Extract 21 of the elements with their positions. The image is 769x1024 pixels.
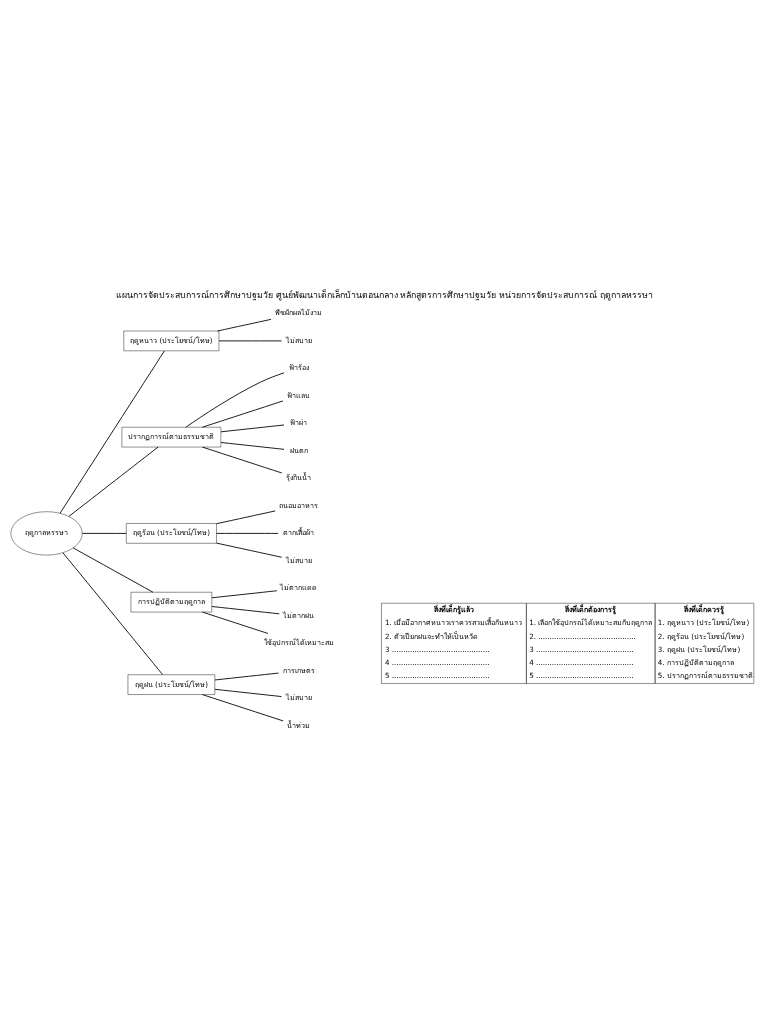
connector	[216, 510, 276, 524]
connector	[220, 424, 285, 432]
connector	[81, 532, 127, 534]
diagram-title: แผนการจัดประสบการณ์การศึกษาปฐมวัย ศูนย์พัฒนาเด็กเล็กบ้านดอนกลาง หลักสูตรการศึกษาปฐมวัย หน่วยการจัดประสบการณ์ ฤดูกาลหรรษา	[115, 289, 654, 300]
connector	[220, 441, 285, 450]
connector	[201, 611, 269, 634]
connector	[72, 546, 154, 593]
connector	[185, 371, 285, 428]
connector	[217, 318, 272, 331]
connector	[201, 446, 283, 473]
connector	[216, 532, 279, 534]
connector	[216, 542, 283, 558]
connector	[201, 693, 284, 721]
connector	[59, 350, 165, 514]
connector	[214, 688, 282, 697]
connector	[214, 672, 279, 680]
connector	[211, 605, 280, 614]
connector	[62, 551, 163, 675]
connector	[201, 400, 284, 428]
connector	[211, 589, 278, 598]
connector	[68, 446, 159, 517]
